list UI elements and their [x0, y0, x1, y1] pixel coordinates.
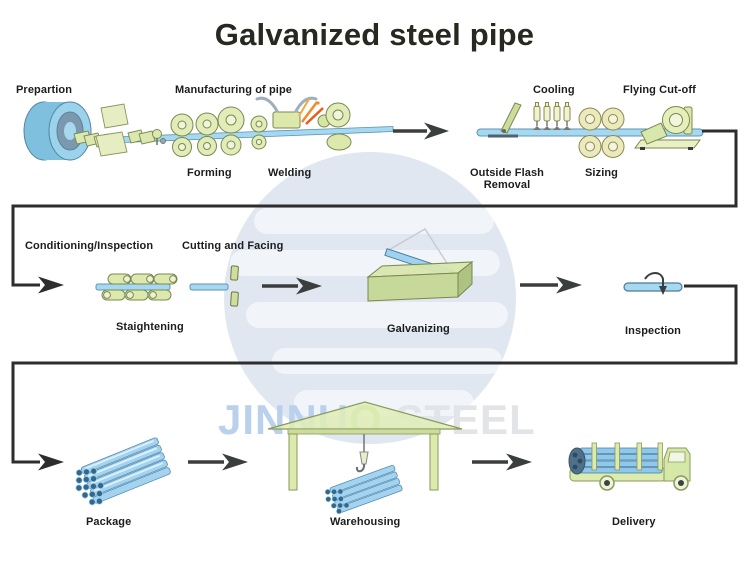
straightening-rollers-icon — [95, 273, 178, 301]
label-welding: Welding — [268, 167, 312, 179]
label-prepartion: Prepartion — [16, 84, 73, 96]
pipe-bundle-icon — [75, 437, 171, 506]
cut-pipe — [189, 283, 229, 291]
flash-removal-icon — [488, 102, 522, 138]
galvanizing-tank-icon — [366, 228, 474, 302]
flow-arrow-1 — [393, 122, 449, 140]
rotation-arrow-icon — [644, 272, 664, 287]
label-conditioning: Conditioning/Inspection — [25, 240, 154, 252]
label-straightening: Staightening — [116, 321, 184, 333]
cutting-blades-icon — [230, 265, 239, 307]
watermark-band — [246, 302, 508, 328]
label-delivery: Delivery — [612, 516, 656, 528]
forming-rollers-icon — [170, 106, 268, 157]
delivery-truck-icon — [568, 442, 691, 491]
label-inspection: Inspection — [625, 325, 682, 337]
sizing-rolls-icon — [578, 107, 625, 158]
flow-arrow-3 — [520, 276, 582, 294]
label-forming: Forming — [187, 167, 232, 179]
label-flying-cutoff: Flying Cut-off — [623, 84, 696, 96]
steel-coil-icon — [23, 101, 92, 161]
label-galvanizing: Galvanizing — [387, 323, 450, 335]
flow-arrow-2 — [262, 277, 322, 295]
stored-pipe-bundle-icon — [324, 464, 403, 515]
label-sizing: Sizing — [585, 167, 618, 179]
flow-arrow-5 — [472, 453, 532, 471]
label-manufacturing: Manufacturing of pipe — [175, 84, 292, 96]
crane-hook-icon — [355, 434, 369, 473]
inspection-pipe-icon — [623, 272, 683, 295]
label-cooling: Cooling — [533, 84, 575, 96]
label-outside-flash-line2: Removal — [483, 179, 531, 191]
weld-sparks-icon — [298, 98, 324, 125]
flow-connector-2 — [11, 284, 738, 471]
welding-station-icon — [255, 96, 324, 129]
flow-arrow-4 — [188, 453, 248, 471]
label-cutting-facing: Cutting and Facing — [182, 240, 284, 252]
label-warehousing: Warehousing — [330, 516, 401, 528]
watermark-band — [254, 208, 494, 234]
label-outside-flash-line1: Outside Flash — [469, 167, 545, 179]
seam-rolls-icon — [317, 102, 352, 151]
cooling-nozzles-icon — [533, 102, 571, 130]
watermark-logo-circle — [224, 152, 516, 444]
label-outside-flash-removal: Outside Flash Removal — [468, 167, 546, 191]
flying-cutoff-icon — [634, 106, 701, 150]
guide-plates-icon — [73, 103, 166, 157]
warehouse-icon — [267, 401, 463, 515]
flow-connector-1 — [11, 129, 738, 294]
watermark-band — [272, 348, 502, 374]
page-title: Galvanized steel pipe — [214, 17, 535, 52]
label-package: Package — [86, 516, 132, 528]
